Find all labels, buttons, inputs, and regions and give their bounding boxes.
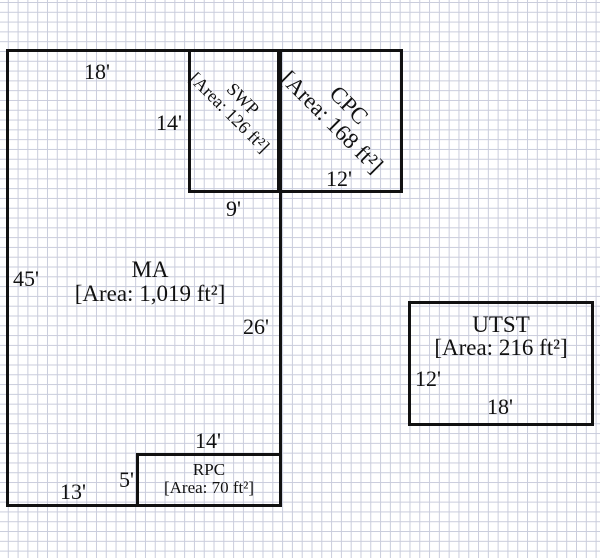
room-utst[interactable] bbox=[408, 301, 594, 426]
rpc-area: [Area: 70 ft²] bbox=[163, 477, 255, 497]
ma-title: MA [Area: 1,019 ft²] bbox=[40, 257, 260, 307]
swp-height-label: 14' bbox=[156, 110, 182, 135]
ma-rpc-top-label: 14' bbox=[195, 428, 221, 453]
ma-area: [Area: 1,019 ft²] bbox=[74, 281, 226, 307]
rpc-name: RPC bbox=[192, 460, 226, 479]
utst-height-label: 12' bbox=[415, 366, 441, 391]
utst-name: UTST bbox=[472, 312, 530, 337]
utst-area: [Area: 216 ft²] bbox=[434, 335, 568, 360]
ma-height-label: 45' bbox=[13, 266, 39, 291]
utst-width-label: 18' bbox=[487, 394, 513, 419]
cpc-width-label: 12' bbox=[326, 166, 352, 191]
ma-bottom-label: 13' bbox=[60, 479, 86, 504]
rpc-title: RPC [Area: 70 ft²] bbox=[139, 461, 279, 497]
utst-title: UTST [Area: 216 ft²] bbox=[410, 313, 592, 359]
room-swp[interactable] bbox=[188, 49, 282, 193]
ma-width-label: 18' bbox=[84, 59, 110, 84]
room-cpc[interactable] bbox=[277, 49, 403, 193]
room-rpc[interactable] bbox=[136, 453, 282, 507]
ma-name: MA bbox=[131, 257, 169, 282]
ma-swp-bottom-label: 9' bbox=[226, 196, 241, 221]
ma-rpc-side-label: 5' bbox=[119, 467, 134, 492]
ma-inner-height-label: 26' bbox=[243, 314, 269, 339]
